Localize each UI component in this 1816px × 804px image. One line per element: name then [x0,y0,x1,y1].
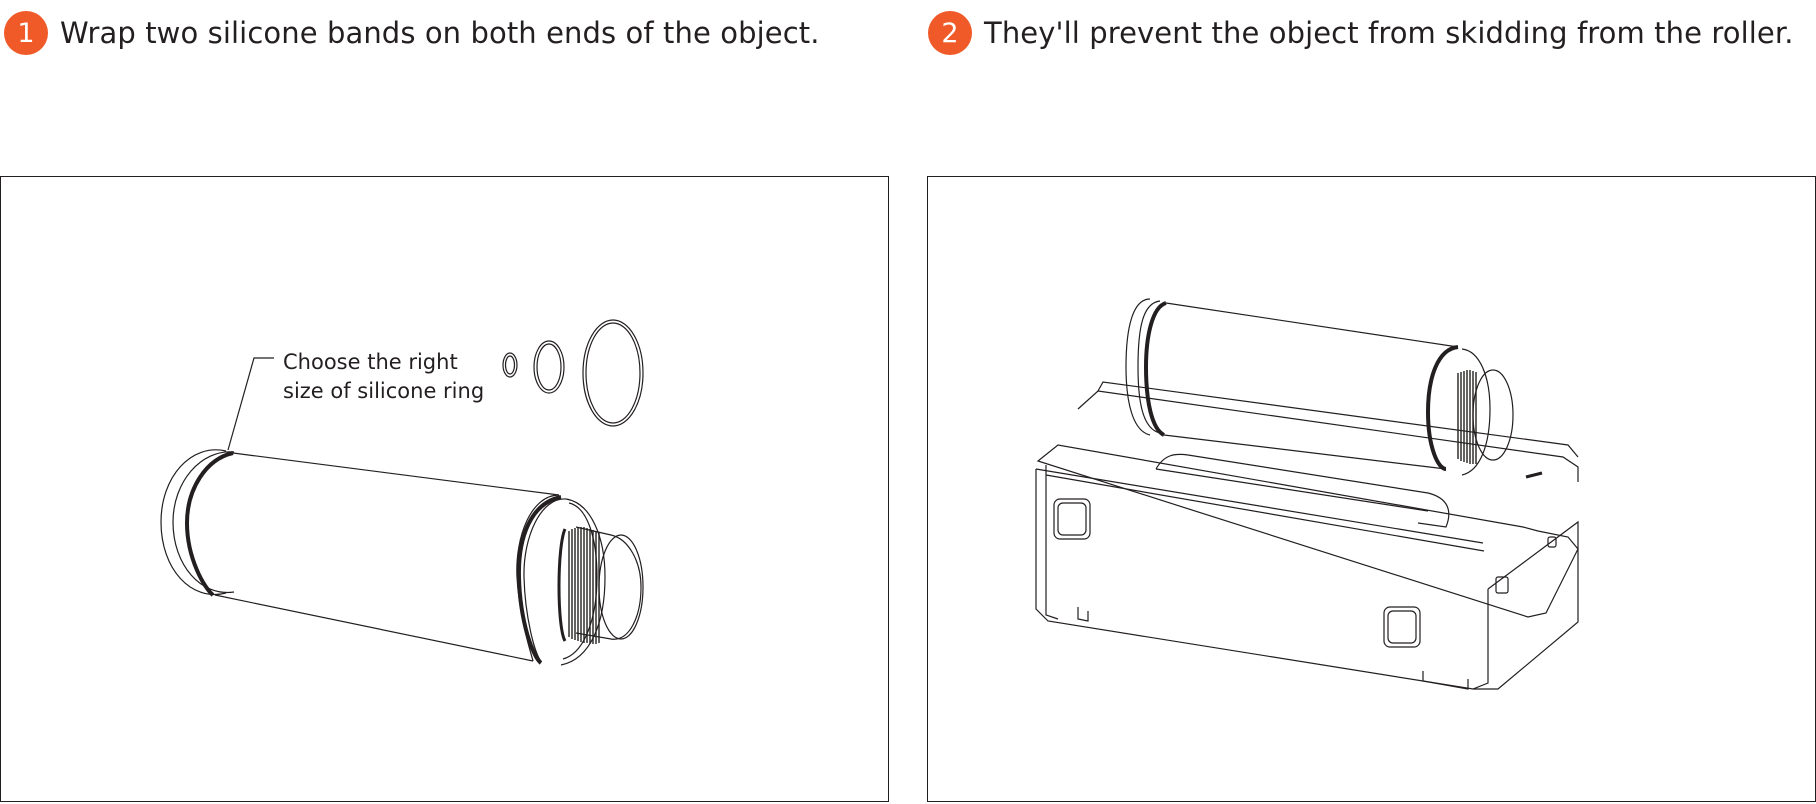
left-silicone-band [184,451,234,597]
base-back-edge [1077,390,1579,482]
roller-base-illustration [1035,298,1579,690]
right-silicone-band [516,495,562,665]
roller-top-edge [1165,302,1459,348]
step-1-instruction: Wrap two silicone bands on both ends of … [60,16,820,50]
roller-bottom-edge [1163,434,1447,470]
callout-line-1: Choose the right [283,350,458,374]
large-ring-icon [582,319,644,427]
small-ring-inner [504,355,516,375]
base-front-face [1035,469,1489,690]
front-slot-right [1383,606,1421,648]
indicator-light [1525,471,1543,479]
base-side-face [1473,549,1579,690]
roller-cradle [1155,453,1450,528]
cylinder-bottom-edge [214,594,534,662]
large-ring-inner [585,322,641,424]
knurl-pattern [568,527,600,644]
roller-right-band [1425,345,1459,471]
cylinder-with-rings-illustration [160,319,644,666]
medium-ring-inner [536,343,562,391]
ring-size-callout: Choose the right size of silicone ring [283,348,484,406]
side-port-2 [1547,536,1557,548]
step-1-header: 1 Wrap two silicone bands on both ends o… [4,10,820,56]
step-number-badge: 2 [928,11,972,55]
illustration-panel-rings: Choose the right size of silicone ring [0,176,889,802]
side-port-1 [1495,576,1509,594]
step-2-instruction: They'll prevent the object from skidding… [984,16,1794,50]
medium-ring-icon [533,340,565,394]
roller-knurl-pattern [1457,370,1477,464]
roller-left-flange [1125,298,1151,436]
left-flange [160,449,227,595]
small-ring-icon [502,352,518,378]
cylinder-top-edge [232,452,560,496]
illustration-panel-roller [927,176,1816,802]
step-2-header: 2 They'll prevent the object from skiddi… [928,10,1794,56]
knurled-cap-face [598,534,644,640]
front-slot-left [1053,498,1091,540]
roller-left-band [1143,301,1167,437]
callout-line-2: size of silicone ring [283,379,485,403]
callout-leader-line [227,357,274,451]
step-number-badge: 1 [4,11,48,55]
base-top [1036,444,1579,618]
